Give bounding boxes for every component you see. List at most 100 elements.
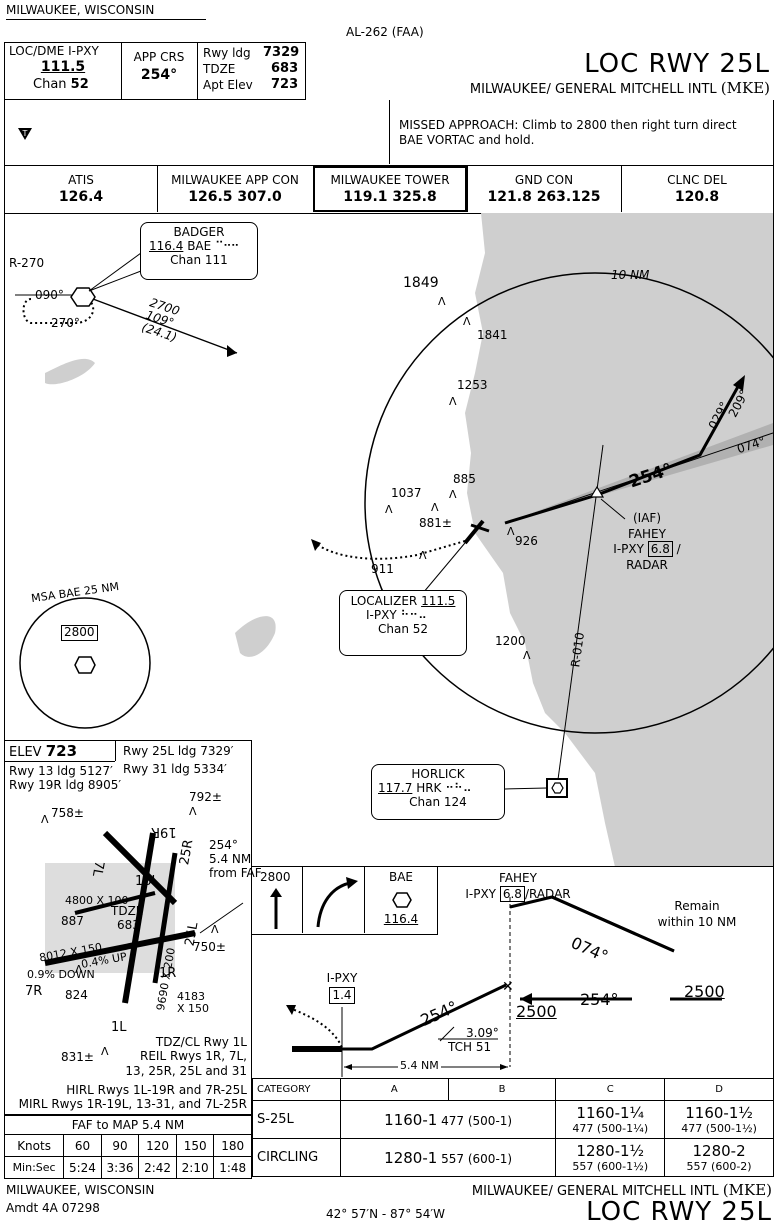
ring-10nm-label: 10 NM	[611, 268, 650, 282]
r270-label: R-270	[9, 256, 45, 270]
takeoff-minimums-icon: T	[18, 128, 32, 140]
airport-obst-887: 887	[61, 914, 84, 928]
chan-block: Chan 52	[33, 77, 89, 92]
obst-1037: 1037	[391, 486, 422, 500]
speed-180: 180	[213, 1134, 252, 1157]
footer-airport: MILWAUKEE/ GENERAL MITCHELL INTL (MKE)	[471, 1181, 772, 1199]
comms-row: ATIS 126.4 MILWAUKEE APP CON 126.5 307.0…	[4, 166, 774, 214]
profile-view: 2800 BAE 116.4 ✕	[252, 866, 774, 1078]
city-state-top: MILWAUKEE, WISCONSIN	[6, 3, 155, 17]
obst-1849: 1849	[403, 275, 439, 291]
obst-caret-1849: Λ	[438, 295, 446, 308]
airport-obst-824: 824	[65, 988, 88, 1002]
comm-tower-value: 119.1 325.8	[343, 189, 437, 205]
elev-box: ELEV 723	[9, 742, 78, 760]
missed-climb-alt: 2800	[260, 870, 291, 884]
profile-map: I-PXY 1.4	[322, 971, 362, 1005]
minsec-label: Min:Sec	[3, 1156, 65, 1179]
airport-obst-831-caret: Λ	[101, 1045, 109, 1058]
obst-1200: 1200	[495, 634, 526, 648]
airport-obst-758-caret: Λ	[41, 813, 49, 826]
apt-elev-label: Apt Elev	[203, 78, 253, 92]
min-row-circling-ab: 1280-1 557 (600-1)	[339, 1138, 557, 1177]
badger-freq-line: 116.4 BAE ⠉⠒⠒	[149, 238, 239, 253]
faf-cross-icon: ✕	[502, 979, 514, 995]
dim-4800: 4800 X 100	[65, 894, 129, 907]
hrk-vortac-symbol	[546, 778, 568, 798]
obst-885: 885	[453, 472, 476, 486]
rwy-16l-label: 16L	[135, 874, 159, 889]
rwy13-ldg: Rwy 13 ldg 5127′	[9, 764, 113, 778]
rwy19r-ldg: Rwy 19R ldg 8905′	[9, 778, 122, 792]
final-course-line	[504, 493, 598, 525]
bae-vortac-symbol	[70, 287, 96, 307]
obst-caret-885: Λ	[449, 488, 457, 501]
min-row-circling-cat: CIRCLING	[252, 1138, 341, 1177]
localizer-chan: Chan 52	[377, 621, 429, 636]
obst-caret-1253: Λ	[449, 395, 457, 408]
lake-small-1	[45, 358, 95, 385]
loc-freq: 111.5	[40, 59, 86, 75]
localizer-callout: LOCALIZER 111.5 I-PXY ⠓⠒⠤ Chan 52	[339, 590, 467, 656]
comm-gnd-label: GND CON	[514, 173, 574, 187]
airport-obst-792-caret: Λ	[189, 805, 197, 818]
msa-circle	[19, 597, 151, 729]
missed-icons: 2800 BAE 116.4	[252, 867, 438, 935]
comm-clnc-label: CLNC DEL	[667, 173, 727, 187]
profile-crs-254-out: 254°	[580, 990, 619, 1009]
comm-clnc-value: 120.8	[674, 189, 720, 205]
rwy-7r-label: 7R	[25, 984, 43, 999]
min-row-s25l-ab: 1160-1 477 (500-1)	[339, 1100, 557, 1139]
top-rule	[6, 19, 206, 20]
time-90: 3:36	[100, 1156, 140, 1179]
obst-caret-881: Λ	[431, 501, 439, 514]
horlick-chan: Chan 124	[409, 794, 467, 809]
missed-approach-path	[314, 540, 466, 560]
right-turn-arrow-icon	[316, 877, 358, 928]
comm-atis-value: 126.4	[58, 189, 104, 205]
obst-911: 911	[371, 562, 394, 576]
fahey-callout: (IAF) FAHEY I-PXY 6.8 / RADAR	[613, 511, 681, 572]
missed-approach-row: T MISSED APPROACH: Climb to 2800 then ri…	[4, 100, 774, 166]
obst-1841: 1841	[477, 328, 508, 342]
remain-within: Remain within 10 NM	[657, 899, 737, 929]
badger-chan: Chan 111	[170, 252, 228, 267]
app-crs-label: APP CRS	[133, 50, 185, 64]
procedure-title: LOC RWY 25L	[584, 49, 770, 79]
msa-alt: 2800	[61, 625, 98, 641]
rwy-1r-label: 1R	[159, 966, 177, 981]
profile-alt-2500-fix: 2500	[516, 1002, 557, 1021]
missed-fix-freq: 116.4	[383, 912, 419, 926]
tdze-label: TDZE	[203, 62, 236, 76]
profile-alt-2500-right: 2500	[684, 982, 725, 1001]
time-180: 1:48	[213, 1156, 252, 1179]
airport-obst-750-caret: Λ	[211, 923, 219, 936]
rwy-ldg-value: 7329	[263, 45, 300, 60]
comm-atis-label: ATIS	[68, 173, 94, 187]
missed-approach-text: MISSED APPROACH: Climb to 2800 then righ…	[399, 118, 737, 147]
min-header-a: A	[339, 1078, 449, 1101]
footer-amdt: Amdt 4A 07298	[6, 1201, 100, 1215]
rwy-19r-label: 19R	[151, 823, 177, 839]
obst-caret-1841: Λ	[463, 315, 471, 328]
min-header-c: C	[555, 1078, 666, 1101]
profile-graphics: ✕	[286, 895, 722, 1077]
rwy-7l-label: 7L	[88, 859, 107, 878]
comm-app-value: 126.5 307.0	[188, 189, 282, 205]
runway-1r-19l	[152, 852, 178, 984]
speed-90: 90	[100, 1134, 140, 1157]
tdze-value: 683	[271, 61, 299, 76]
min-header-category: CATEGORY	[252, 1078, 341, 1101]
app-crs-value: 254°	[140, 67, 178, 83]
time-150: 2:10	[175, 1156, 215, 1179]
comm-tower-label: MILWAUKEE TOWER	[330, 173, 450, 187]
min-header-b: B	[447, 1078, 557, 1101]
profile-fahey: FAHEY I-PXY 6.8/RADAR	[465, 871, 571, 902]
runway-7r-25l	[44, 930, 196, 966]
briefing-box: LOC/DME I-PXY 111.5 Chan 52 APP CRS 254°…	[4, 42, 306, 100]
runway-7l-25r	[74, 891, 156, 915]
time-60: 5:24	[63, 1156, 102, 1179]
hold-270: 270°	[51, 316, 80, 330]
